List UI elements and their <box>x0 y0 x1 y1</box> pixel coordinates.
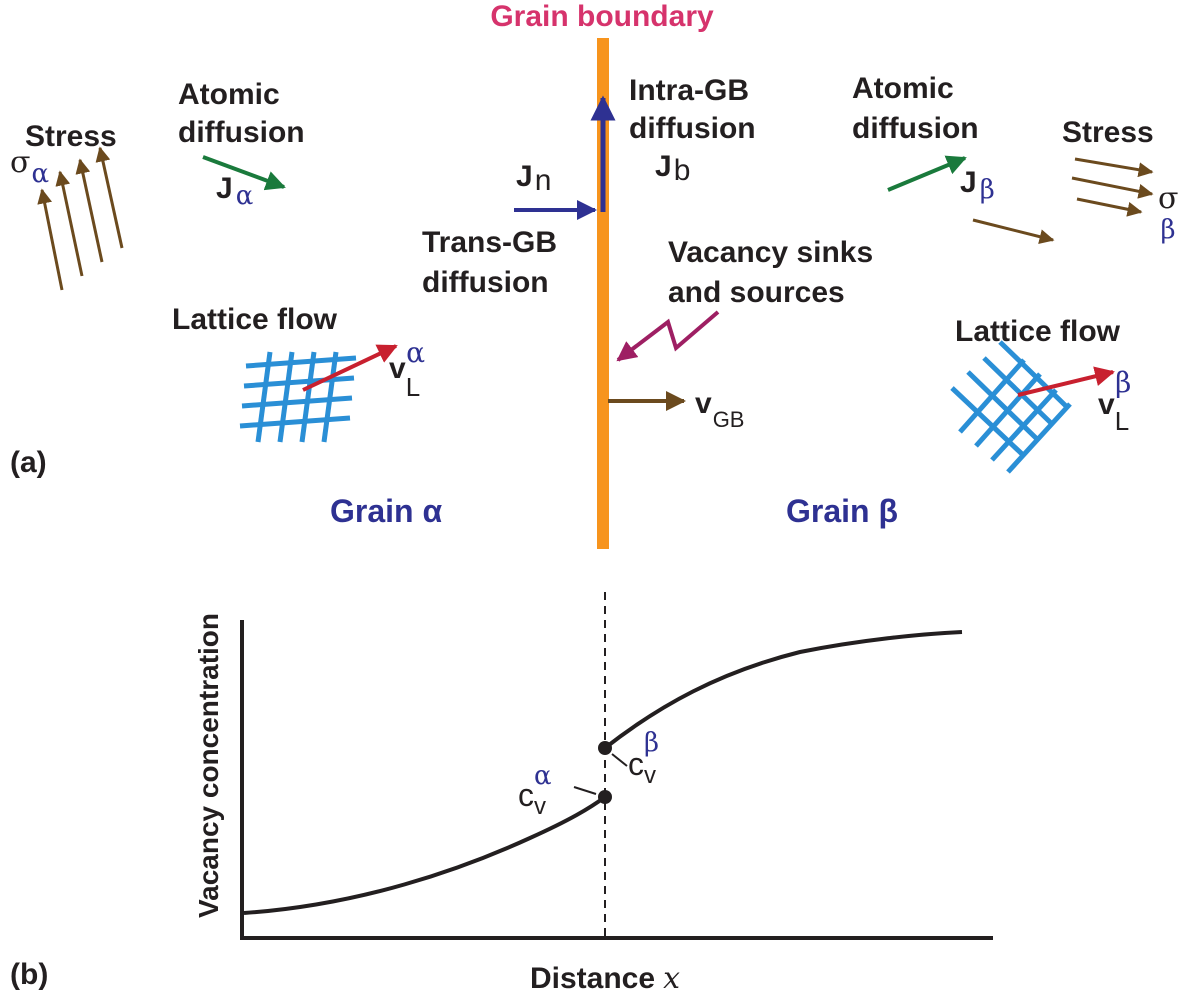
concentration-curve-beta <box>603 630 963 750</box>
y-axis-label: Vacancy concentration <box>193 613 224 918</box>
left-velocity-symbol: vLα <box>389 336 425 402</box>
right-diffusion-label-2: diffusion <box>852 112 979 145</box>
lattice-line <box>990 388 1058 462</box>
right-stress-arrows <box>972 157 1154 245</box>
trans-flux-symbol: Jn <box>516 160 551 197</box>
stress-arrow <box>1076 197 1143 217</box>
left-stress-label: Stress <box>25 120 117 153</box>
lattice-line <box>299 351 317 443</box>
left-diffusion-label-1: Atomic <box>178 78 280 111</box>
stress-arrow <box>55 170 84 277</box>
c-alpha-label: cvα <box>518 761 552 820</box>
lattice-line <box>958 358 1026 434</box>
lattice-line <box>241 395 353 409</box>
right-velocity-symbol: vLβ <box>1098 366 1131 436</box>
stress-arrow <box>972 218 1055 245</box>
gb-velocity-symbol: vGB <box>695 387 744 432</box>
intra-gb-label-1: Intra-GB <box>629 74 749 107</box>
trans-gb-label-2: diffusion <box>422 266 549 299</box>
c-beta-leader <box>611 753 628 767</box>
lattice-line <box>243 375 355 389</box>
stress-arrow <box>1071 176 1154 199</box>
lattice-line <box>966 370 1040 442</box>
panel-b-label: (b) <box>10 958 48 991</box>
lattice-line <box>974 372 1042 448</box>
c-alpha-point <box>598 790 612 804</box>
left-stress-arrows <box>37 146 124 291</box>
right-lattice-grid <box>950 340 1072 474</box>
trans-gb-label-1: Trans-GB <box>422 226 557 259</box>
left-diffusion-label-2: diffusion <box>178 116 305 149</box>
left-lattice-flow-label: Lattice flow <box>172 303 338 336</box>
right-stress-label: Stress <box>1062 116 1154 149</box>
grain-alpha-label: Grain α <box>330 493 442 529</box>
c-alpha-leader <box>573 786 597 795</box>
panel-a-label: (a) <box>10 446 47 479</box>
c-beta-label: cvβ <box>628 728 659 789</box>
vacancy-label-2: and sources <box>668 276 845 309</box>
right-diffusion-label-1: Atomic <box>852 72 954 105</box>
stress-arrow <box>1074 157 1154 178</box>
lattice-line <box>277 351 295 443</box>
lattice-line <box>321 351 339 443</box>
left-diffusion-arrow <box>202 155 286 191</box>
left-lattice-velocity-arrow <box>302 344 398 392</box>
intra-gb-label-2: diffusion <box>629 112 756 145</box>
stress-arrow <box>95 146 124 249</box>
intra-flux-symbol: Jb <box>655 150 690 187</box>
lattice-line <box>239 415 351 429</box>
grain-boundary-title: Grain boundary <box>490 0 714 33</box>
concentration-curve-alpha <box>243 795 607 915</box>
vacancy-label-1: Vacancy sinks <box>668 236 873 269</box>
left-stress-symbol: σα <box>10 145 49 189</box>
lattice-line <box>998 340 1070 410</box>
vacancy-zigzag-arrow <box>616 310 720 362</box>
stress-arrow <box>75 158 104 263</box>
right-lattice-flow-label: Lattice flow <box>955 315 1121 348</box>
right-lattice-velocity-arrow <box>1017 366 1115 397</box>
c-beta-point <box>598 741 612 755</box>
lattice-line <box>245 355 357 369</box>
stress-arrow <box>37 188 64 291</box>
lattice-line <box>1006 402 1072 474</box>
grain-beta-label: Grain β <box>786 493 898 529</box>
right-diffusion-arrow <box>887 155 967 192</box>
lattice-line <box>982 356 1054 426</box>
left-lattice-grid <box>239 351 357 443</box>
